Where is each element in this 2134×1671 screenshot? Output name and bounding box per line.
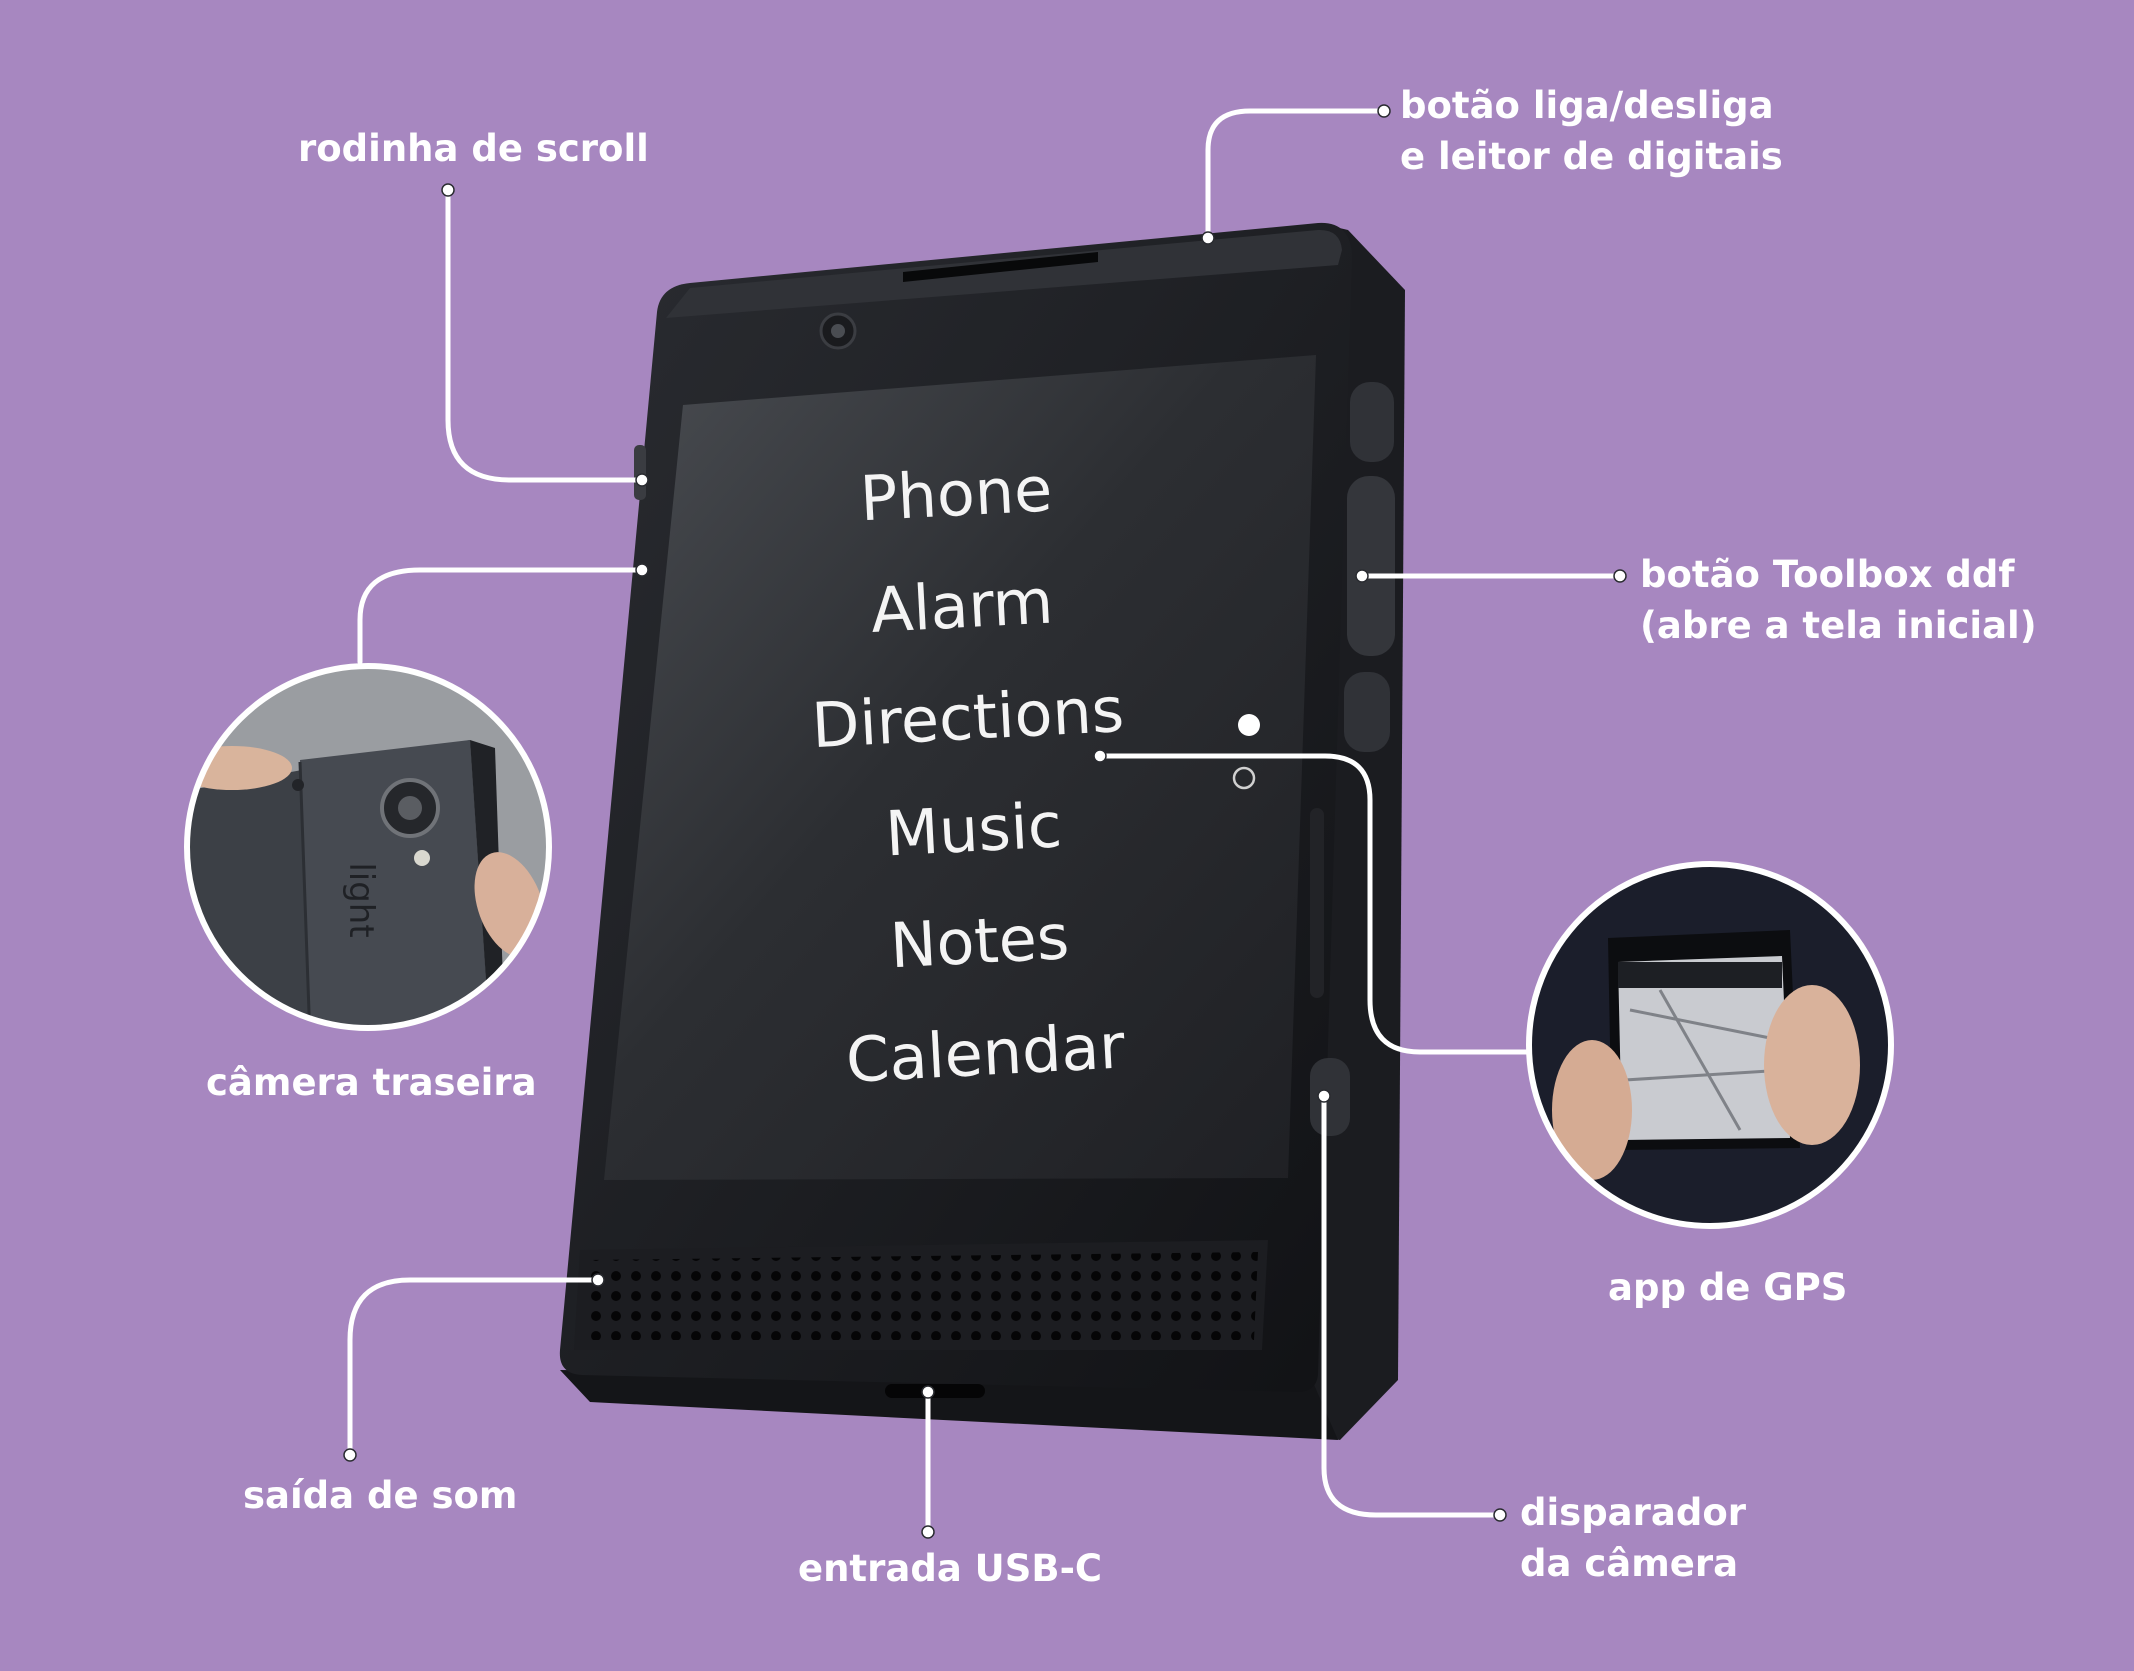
label-camera-shutter: disparador da câmera (1520, 1487, 1746, 1589)
menu-item-alarm[interactable]: Alarm (869, 564, 1055, 646)
label-usb-c: entrada USB-C (798, 1547, 1103, 1590)
callout-lines (347, 108, 1623, 1535)
label-gps-app: app de GPS (1608, 1266, 1848, 1309)
page-indicator-inactive (1232, 766, 1256, 790)
gps-hand-right (1764, 985, 1860, 1145)
menu-item-calendar[interactable]: Calendar (844, 1009, 1127, 1097)
front-camera-lens (831, 324, 845, 338)
label-sound-output: saída de som (243, 1474, 518, 1517)
rear-camera-inset: light (184, 663, 552, 1031)
menu-item-directions[interactable]: Directions (810, 673, 1126, 762)
sim-tray (1310, 808, 1324, 998)
label-camera-shutter-line2: da câmera (1520, 1542, 1739, 1585)
label-power-button: botão liga/desliga e leitor de digitais (1400, 80, 1783, 182)
label-toolbox-button-line1: botão Toolbox ddf (1640, 553, 2015, 596)
phone-top-bezel (666, 229, 1342, 318)
earpiece (903, 252, 1098, 282)
label-power-button-line1: botão liga/desliga (1400, 84, 1774, 127)
gps-hand-left (1552, 1040, 1632, 1180)
rear-flash (414, 850, 430, 866)
label-rear-camera: câmera traseira (206, 1061, 537, 1104)
toolbox-button (1347, 476, 1395, 656)
scroll-wheel (634, 445, 646, 500)
label-camera-shutter-line1: disparador (1520, 1491, 1747, 1534)
page-indicator-active (1238, 714, 1260, 736)
menu-item-music[interactable]: Music (884, 788, 1064, 870)
gps-app-inset (1526, 861, 1894, 1229)
menu-item-phone[interactable]: Phone (858, 452, 1054, 535)
side-button-3 (1344, 672, 1390, 752)
menu-item-notes[interactable]: Notes (888, 900, 1071, 982)
speaker-grille (582, 1252, 1258, 1340)
power-button (1350, 382, 1394, 462)
rear-brand-text: light (341, 862, 381, 937)
callout-dots (343, 104, 1627, 1539)
usb-c-port (885, 1384, 985, 1398)
label-power-button-line2: e leitor de digitais (1400, 135, 1783, 178)
label-toolbox-button-line2: (abre a tela inicial) (1640, 604, 2037, 647)
phone-screen (604, 355, 1316, 1180)
finger-top-left (187, 746, 292, 790)
label-scroll-wheel: rodinha de scroll (298, 127, 649, 170)
label-toolbox-button: botão Toolbox ddf (abre a tela inicial) (1640, 549, 2037, 651)
